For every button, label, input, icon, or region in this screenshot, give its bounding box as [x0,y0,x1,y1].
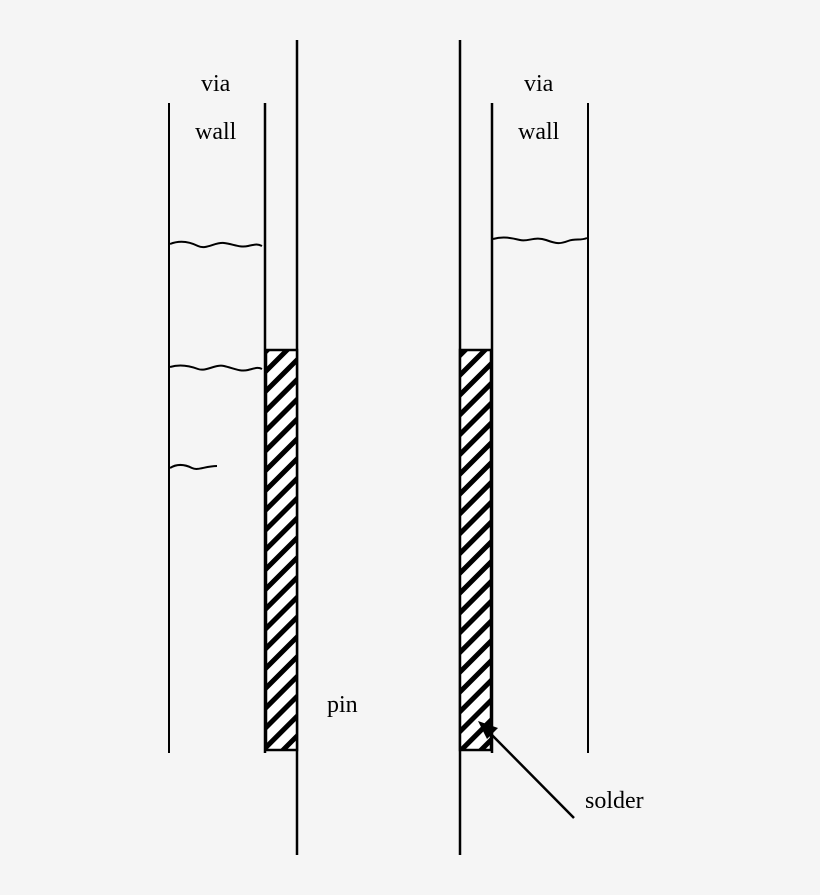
left-assembly [168,40,299,855]
right-wall-label: wall [518,119,560,145]
right-via-label: via [524,71,554,97]
right-wave [492,236,588,245]
right-assembly [458,40,589,855]
pin-label: pin [327,692,358,718]
left-via-label: via [201,71,231,97]
right-solder-fill [458,348,493,752]
left-wave-3 [169,464,218,470]
left-wave-1 [169,240,263,249]
left-solder-fill [264,348,299,752]
solder-arrow-shaft [486,729,575,819]
left-wall-label: wall [195,119,237,145]
solder-arrow-head [478,721,498,739]
solder-label: solder [585,788,644,814]
left-wave-2 [169,364,263,372]
